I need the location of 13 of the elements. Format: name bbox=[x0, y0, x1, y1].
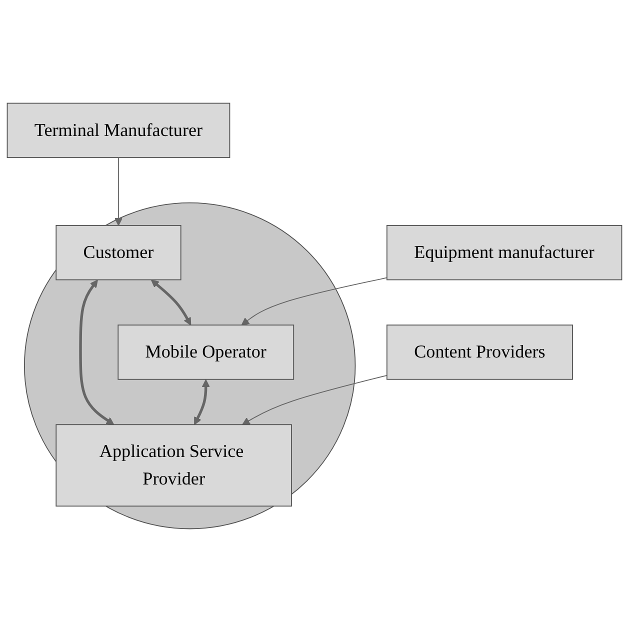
arrow bbox=[79, 279, 114, 424]
arrow bbox=[241, 276, 388, 325]
node-box: Equipment manufacturer bbox=[386, 224, 622, 280]
arrow bbox=[150, 279, 192, 325]
arrow bbox=[194, 378, 210, 424]
node-box: Content Providers bbox=[386, 324, 573, 380]
node-box: Application Service Provider bbox=[56, 424, 292, 506]
node-box: Terminal Manufacturer bbox=[6, 102, 230, 158]
arrow bbox=[242, 374, 388, 424]
cluster bbox=[24, 202, 356, 529]
node-box: Mobile Operator bbox=[118, 324, 294, 380]
arrow bbox=[114, 156, 122, 226]
node-box: Customer bbox=[56, 224, 182, 280]
